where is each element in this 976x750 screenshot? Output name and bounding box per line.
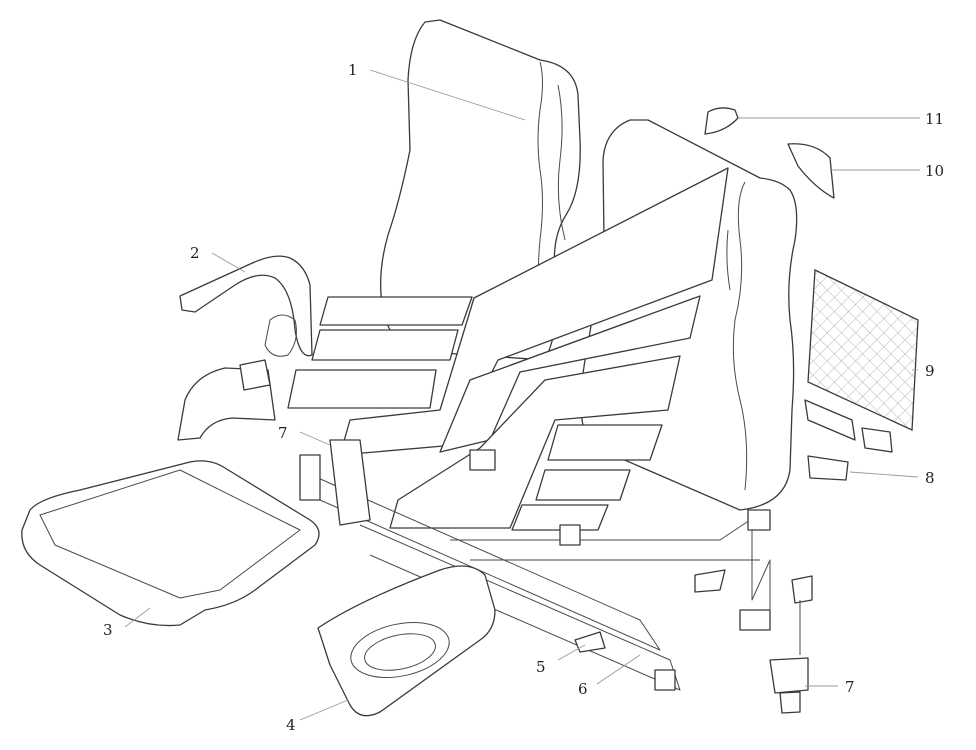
seat-cushion [21,460,320,627]
callout-7-right: 7 [845,678,855,696]
callout-1: 1 [348,61,358,79]
callout-10: 10 [925,162,944,180]
callout-6: 6 [578,680,588,698]
callout-11: 11 [925,110,944,128]
leader-lines [124,69,920,721]
callout-5: 5 [536,658,546,676]
rear-bracket [769,575,813,714]
callout-9: 9 [925,362,935,380]
seat-base-frame [299,439,771,691]
mesh-panel [807,268,919,431]
callout-7-left: 7 [278,424,288,442]
pivot-hinge [804,399,893,481]
callout-4: 4 [286,716,296,734]
armrest [177,255,313,441]
callout-8: 8 [925,469,935,487]
callout-labels: 1 2 3 4 5 6 7 7 8 9 10 11 [103,61,944,734]
backrest-frame-plates [287,167,729,531]
callout-2: 2 [190,244,200,262]
seat-pan-panel [317,565,496,717]
pivot-bracket [574,631,606,653]
callout-3: 3 [103,621,113,639]
